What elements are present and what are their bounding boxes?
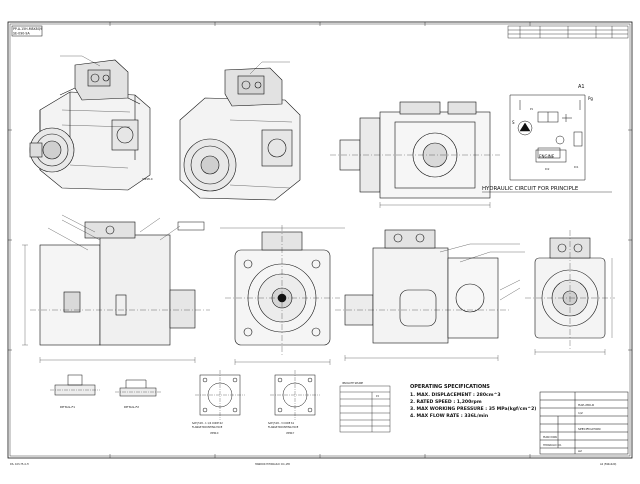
isometric-pump-middle [179,67,301,201]
spline-title: INVOLUTE SPLINE [342,382,363,385]
isometric-pump-left [29,59,151,191]
flange-b-sub: FLANGE MOUNTING FACE [268,426,299,429]
detail-f1-label: DETAIL-F1 [60,405,75,409]
zone-ticks [8,22,632,458]
rear-end-view [525,230,615,355]
company-name: HAN DOK [543,435,558,439]
spec-line-3: 3. MAX WORKING PRESSURE : 35 MPa(kgf/cm^… [410,406,536,412]
specs-heading: OPERATING SPECIFICATIONS [410,384,490,390]
port-dr1: Dr1 [574,166,579,169]
spec-line-4: 4. MAX FLOW RATE : 336L/min [410,413,488,419]
port-a1: A1 [578,84,585,90]
detail-f1 [50,374,100,396]
circuit-title: HYDRAULIC CIRCUIT FOR PRINCIPLE [482,186,579,192]
footer-left: DS- 103-75-4-H [10,463,29,466]
flange-a-label: SAE J518 - 1 1/4 CODE 62 [192,422,223,425]
port-dr2: Dr2 [545,168,550,171]
engine-box [535,149,567,163]
revision-table [507,25,629,39]
flange-face-b [270,370,320,420]
footer-right: A2 (594x420) [600,463,616,466]
company-sub: HYDRAULIC CO. [543,444,562,447]
title-block [539,391,629,455]
spec-line-1: 1. MAX. DISPLACEMENT : 280cm^3 [410,392,501,398]
flange-b-label: SAE J518 - 3 CODE 61 [268,422,295,425]
leader-lines-left [60,55,101,67]
side-view-right [335,229,510,361]
drawing-id-sub: SE-090-9A [13,32,30,36]
detail-f2-label: DETAIL-F2 [124,405,139,409]
view-iso-label: VIEW-C [142,177,153,181]
leader-lines-middle [249,61,290,75]
hydraulic-circuit [509,94,586,181]
flange-face-a [195,370,245,420]
flange-a-sub: FLANGE MOUNTING FACE [192,426,223,429]
front-view-leaders [47,214,181,251]
port-pg: Pg [588,96,593,101]
id-box [11,25,43,37]
detail-f2 [115,379,162,397]
engine-label: ENGINE [539,154,555,159]
sheet-size: A2 [578,449,582,453]
drawing-id: PP-A-15H-M8X8Q9 [13,27,42,31]
spec-line-2: 2. RATED SPEED : 1,200rpm [410,399,482,405]
view-y-label: VIEW-Y [286,432,295,435]
spline-table [339,385,391,433]
port-p: P1 [530,108,533,111]
flange-end-view [220,225,345,365]
spec-label: SPECIFICATION [578,427,600,431]
drawing-number: HAP-280-R [578,403,594,407]
tag-box-left [177,221,205,231]
scale-value: 1/2 [578,411,583,415]
side-view-leaders [439,243,525,301]
port-s: S [512,120,515,125]
view-x-label: VIEW-X [210,432,219,435]
front-view-left [22,221,210,363]
footer-center: HANDOK HYDRAULIC CO.,LTD [255,463,290,466]
spline-value-1: 15 [376,395,380,398]
top-section-view [330,101,500,208]
